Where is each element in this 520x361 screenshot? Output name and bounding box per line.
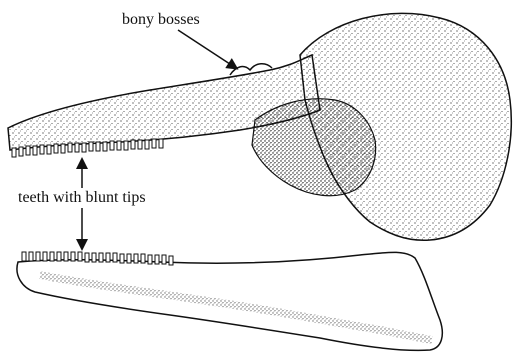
mandible bbox=[17, 252, 442, 350]
teeth-label: teeth with blunt tips bbox=[18, 190, 146, 206]
bony-bosses-arrow bbox=[178, 30, 236, 68]
cheek-region bbox=[252, 99, 376, 196]
cranium bbox=[8, 13, 511, 240]
bony-bosses-label: bony bosses bbox=[122, 12, 200, 28]
